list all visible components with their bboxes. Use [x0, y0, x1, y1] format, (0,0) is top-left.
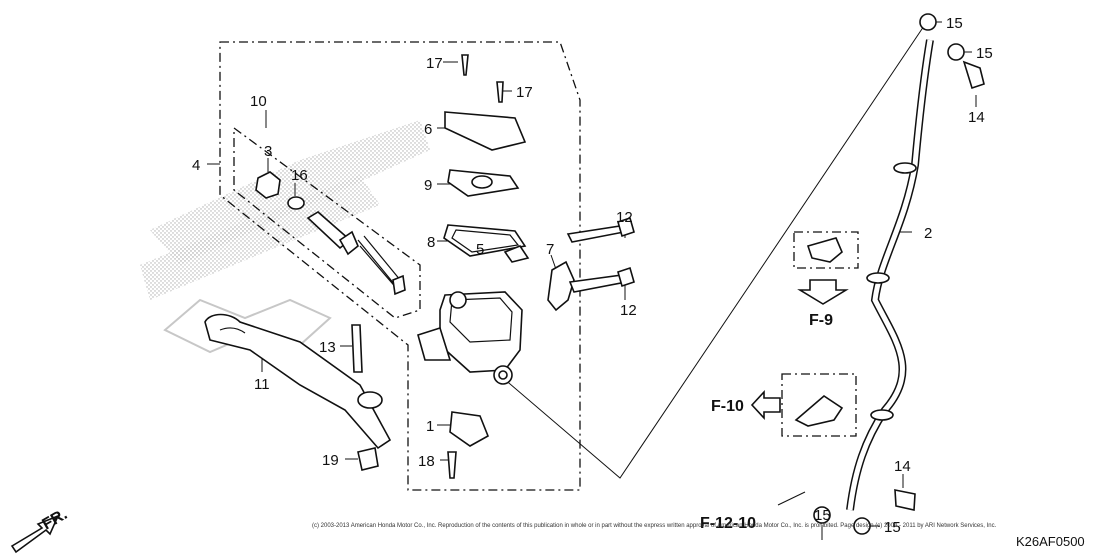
switch-parts — [447, 411, 490, 479]
callout-15-d: 15 — [884, 519, 901, 536]
callout-3: 3 — [264, 143, 272, 160]
f10-arrow — [750, 389, 781, 421]
master-cylinder-body — [417, 216, 635, 385]
callout-17-right: 17 — [516, 84, 533, 101]
ref-f12-10: F-12-10 — [700, 515, 756, 532]
assembly-outline — [219, 41, 581, 491]
front-direction-arrow — [10, 514, 60, 554]
callout-7: 7 — [546, 241, 554, 258]
f9-arrow — [797, 279, 849, 305]
callout-12-lower: 12 — [620, 302, 637, 319]
callout-6: 6 — [424, 121, 432, 138]
f10-inset-box — [781, 373, 857, 437]
callout-4: 4 — [192, 157, 200, 174]
callout-12-upper: 12 — [616, 209, 633, 226]
reservoir-parts — [443, 54, 530, 263]
piston-parts — [255, 171, 406, 296]
callout-19: 19 — [322, 452, 339, 469]
f9-clamp — [806, 237, 843, 263]
callout-16: 16 — [291, 167, 308, 184]
watermark-logo — [140, 120, 430, 354]
f9-inset-box — [793, 231, 859, 269]
callout-17-left: 17 — [426, 55, 443, 72]
callout-8: 8 — [427, 234, 435, 251]
callout-1: 1 — [426, 418, 434, 435]
callout-14-upper: 14 — [968, 109, 985, 126]
callout-13: 13 — [319, 339, 336, 356]
callout-15-a: 15 — [946, 15, 963, 32]
callout-15-b: 15 — [976, 45, 993, 62]
callout-18: 18 — [418, 453, 435, 470]
copyright-note: (c) 2003-2013 American Honda Motor Co., … — [312, 523, 997, 529]
callout-11: 11 — [254, 376, 270, 393]
callout-10: 10 — [250, 93, 267, 110]
brake-lever — [204, 313, 392, 471]
piston-kit-outline — [233, 126, 421, 319]
callout-15-c: 15 — [814, 507, 831, 524]
brake-hose — [813, 13, 985, 535]
part-code: K26AF0500 — [1016, 534, 1085, 549]
ref-f9: F-9 — [809, 312, 833, 329]
callout-9: 9 — [424, 177, 432, 194]
callout-5: 5 — [476, 241, 484, 258]
callout-14-lower: 14 — [894, 458, 911, 475]
ref-f10: F-10 — [711, 398, 744, 415]
f10-clamp — [794, 394, 844, 427]
callout-2: 2 — [924, 225, 932, 242]
